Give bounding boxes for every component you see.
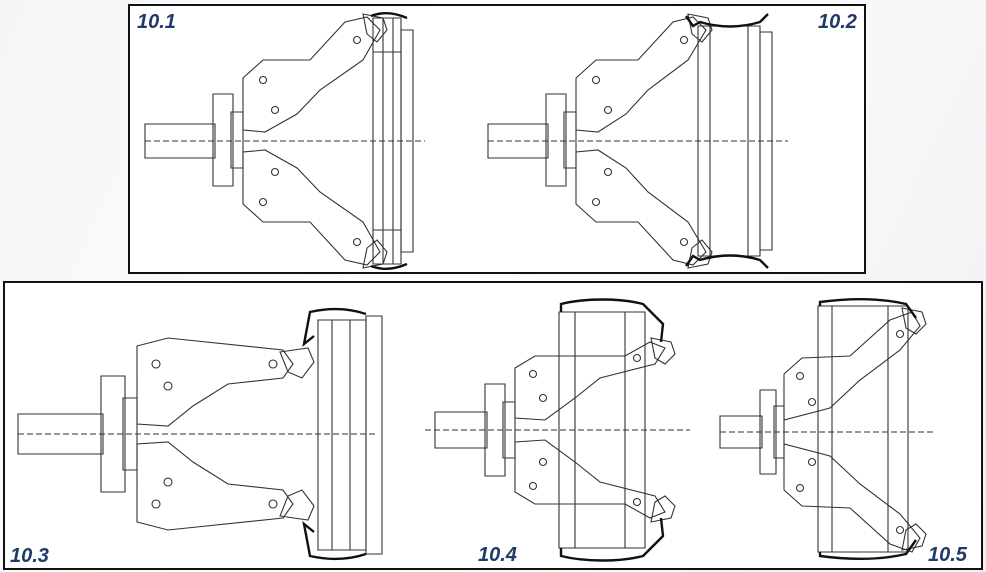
gripper-jaw-icon [688,14,712,42]
clamp-arm-icon [515,342,665,420]
clamp-arm-icon [784,444,920,552]
clamp-arm-icon [137,442,293,530]
figure-label-10-3: 10.3 [10,545,49,567]
gripper-jaw-icon [363,240,387,268]
figure-label-10-4: 10.4 [478,544,517,566]
gripper-jaw-icon [280,348,314,378]
gripper-jaw-icon [902,308,926,334]
tire-bead-icon [820,299,916,559]
tire-bead-icon [304,309,366,559]
clamp-arm-icon [243,150,380,265]
clamp-assembly-icon [18,316,382,554]
clamp-arm-icon [243,17,380,132]
figure-10-1-drawing [145,12,435,270]
clamp-arm-icon [137,338,293,426]
wheel-rim-icon [318,316,382,554]
figure-10-4-drawing [425,298,695,562]
clamp-arm-icon [784,312,920,420]
figure-label-10-2: 10.2 [818,11,857,33]
flange-icon [546,94,566,186]
wheel-rim-icon [559,312,645,548]
tire-bead-icon [371,13,407,269]
flange-icon [213,94,233,186]
top-figure-panel [128,4,866,274]
figure-label-10-1: 10.1 [137,11,176,33]
gripper-jaw-icon [651,496,675,522]
gripper-jaw-icon [363,14,387,42]
clamp-assembly-icon [425,312,690,548]
clamp-assembly-icon [720,306,935,552]
gripper-jaw-icon [280,490,314,520]
gripper-jaw-icon [688,240,712,268]
clamp-assembly-icon [145,14,425,268]
clamp-arm-icon [576,17,706,132]
tire-bead-icon [561,300,663,561]
gripper-jaw-icon [902,524,926,550]
wheel-rim-icon [373,18,413,264]
clamp-arm-icon [576,150,706,265]
clamp-arm-icon [515,440,665,518]
figure-label-10-5: 10.5 [928,544,967,566]
clamp-assembly-icon [488,14,788,268]
figure-10-5-drawing [720,298,945,560]
figure-10-3-drawing [18,306,390,564]
gripper-jaw-icon [651,338,675,364]
figure-10-2-drawing [488,12,798,270]
tire-bead-icon [686,14,768,268]
wheel-rim-icon [818,306,908,552]
